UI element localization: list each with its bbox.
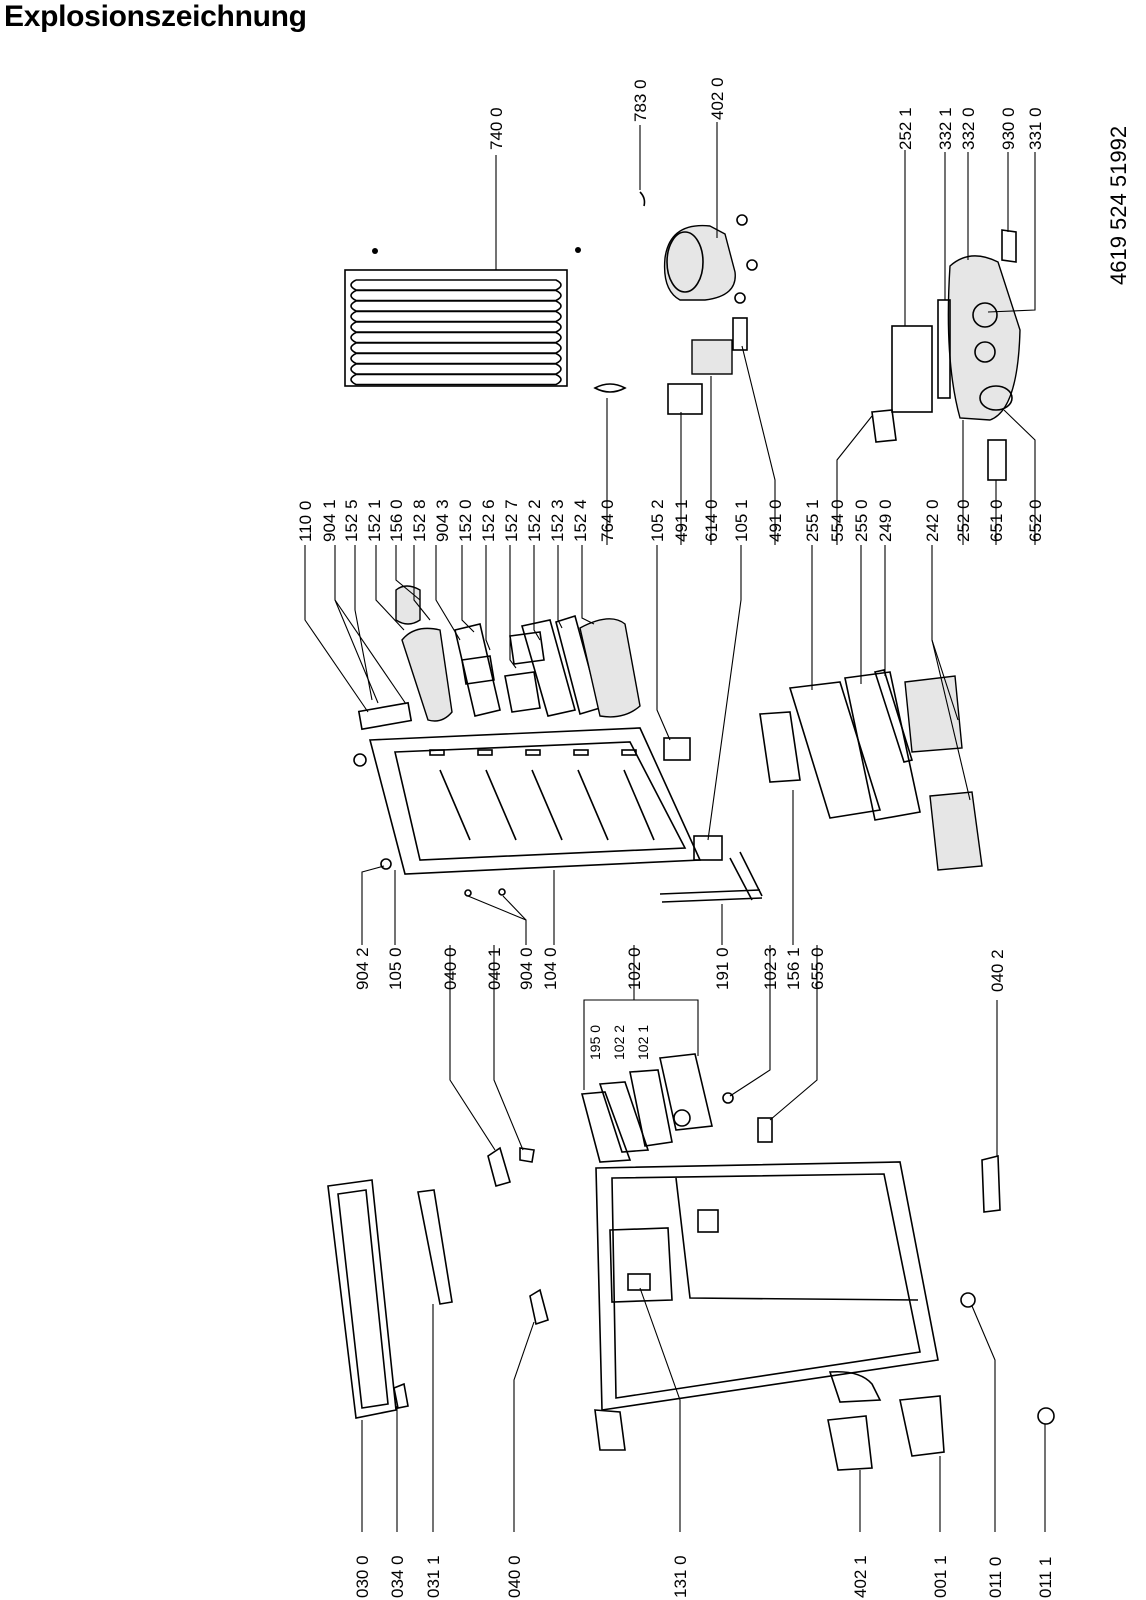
door-shelves	[357, 585, 641, 731]
callout-label: 011 0	[986, 1557, 1005, 1598]
top-cover	[327, 1179, 453, 1419]
callout-label: 152 8	[410, 499, 429, 542]
callout-label: 152 3	[548, 499, 567, 542]
callout-label: 156 1	[784, 947, 803, 990]
relay-components	[593, 317, 748, 415]
door-liner-set	[580, 1053, 773, 1163]
callout-label: 652 0	[1026, 499, 1045, 542]
callout-label: 195 0	[587, 1025, 603, 1060]
callout-label: 102 1	[635, 1025, 651, 1060]
callout-label: 102 3	[761, 947, 780, 990]
callout-label: 152 0	[456, 499, 475, 542]
callout-label: 191 0	[713, 947, 732, 990]
callout-label: 030 0	[353, 1555, 372, 1598]
callout-label: 040 0	[505, 1555, 524, 1598]
callout-labels: 740 0 783 0 402 0 252 1 332 1 332 0 930 …	[296, 77, 1055, 1598]
callout-label: 031 1	[424, 1555, 443, 1598]
condenser-coil	[344, 247, 581, 387]
callout-label: 105 0	[386, 947, 405, 990]
callout-label: 904 1	[320, 499, 339, 542]
callout-label: 152 5	[342, 499, 361, 542]
callout-label: 105 2	[648, 499, 667, 542]
callout-label: 651 0	[987, 499, 1006, 542]
callout-label: 249 0	[876, 499, 895, 542]
callout-label: 554 0	[828, 499, 847, 542]
callout-label: 011 1	[1036, 1557, 1055, 1598]
callout-label: 764 0	[598, 499, 617, 542]
callout-label: 255 1	[803, 499, 822, 542]
callout-label: 331 0	[1026, 107, 1045, 150]
leader-lines	[304, 122, 1046, 1532]
callout-label: 104 0	[541, 947, 560, 990]
callout-label: 152 2	[525, 499, 544, 542]
callout-label: 242 0	[923, 499, 942, 542]
callout-label: 152 6	[479, 499, 498, 542]
trays	[759, 669, 921, 821]
callout-label: 930 0	[999, 107, 1018, 150]
callout-label: 034 0	[388, 1555, 407, 1598]
callout-label: 152 4	[571, 499, 590, 542]
document-number: 4619 524 51992	[1106, 126, 1131, 285]
callout-label: 614 0	[702, 499, 721, 542]
callout-label: 040 2	[988, 949, 1007, 992]
callout-label: 783 0	[631, 79, 650, 122]
freezer-door	[353, 727, 723, 875]
callout-label: 001 1	[931, 1555, 950, 1598]
callout-label: 904 3	[433, 499, 452, 542]
callout-label: 904 2	[353, 947, 372, 990]
base-housing	[871, 229, 1021, 481]
callout-label: 740 0	[487, 107, 506, 150]
callout-label: 102 2	[611, 1025, 627, 1060]
callout-label: 402 0	[708, 77, 727, 120]
callout-label: 491 0	[766, 499, 785, 542]
freezer-drawers	[904, 675, 983, 871]
cabinet	[594, 1161, 939, 1451]
callout-label: 040 1	[485, 947, 504, 990]
callout-label: 491 1	[672, 499, 691, 542]
door-gasket	[659, 851, 763, 903]
callout-label: 110 0	[296, 501, 315, 542]
callout-label: 156 0	[387, 499, 406, 542]
callout-label: 332 0	[959, 107, 978, 150]
callout-label: 131 0	[671, 1555, 690, 1598]
callout-label: 152 1	[365, 499, 384, 542]
callout-label: 402 1	[851, 1555, 870, 1598]
callout-label: 332 1	[936, 107, 955, 150]
compressor	[639, 191, 758, 304]
callout-label: 102 0	[625, 947, 644, 990]
callout-label: 152 7	[502, 499, 521, 542]
callout-label: 655 0	[808, 947, 827, 990]
callout-label: 252 0	[954, 499, 973, 542]
callout-label: 255 0	[852, 499, 871, 542]
callout-label: 904 0	[517, 947, 536, 990]
callout-label: 040 0	[441, 947, 460, 990]
callout-label: 105 1	[732, 499, 751, 542]
page-title: Explosionszeichnung	[4, 0, 307, 33]
callout-label: 252 1	[896, 107, 915, 150]
